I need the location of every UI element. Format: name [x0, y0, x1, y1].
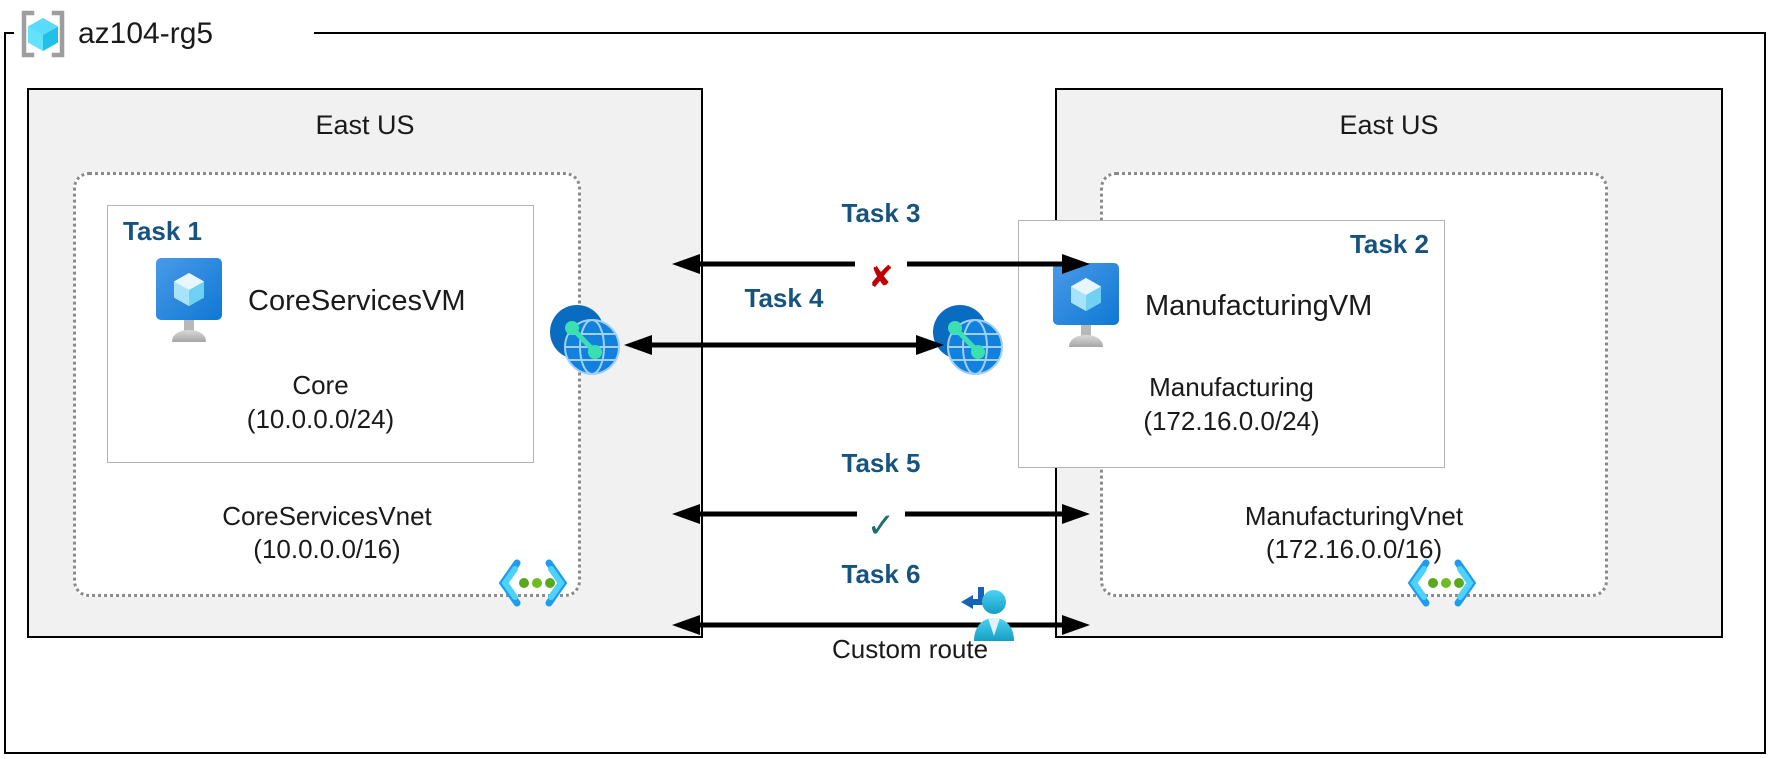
vm-manufacturing: ManufacturingVM — [1047, 263, 1372, 349]
region-label-left: East US — [315, 110, 415, 140]
subnet-manufacturing: Task 2 ManufacturingVM Manufacturing (17… — [1018, 220, 1445, 468]
route-person-icon — [957, 584, 1019, 646]
vnet-cidr-core: (10.0.0.0/16) — [253, 534, 401, 565]
connection-label-task4: Task 4 — [744, 283, 824, 313]
vnet-name-manufacturing: ManufacturingVnet — [1244, 501, 1464, 531]
subnet-name-manufacturing: Manufacturing — [1149, 372, 1314, 402]
status-marker-task5: ✓ — [866, 507, 896, 545]
subnet-core: Task 1 — [107, 205, 534, 463]
status-marker-task3: ✘ — [868, 261, 894, 294]
vnet-cidr-manufacturing: (172.16.0.0/16) — [1265, 534, 1443, 565]
azure-virtual-machine-icon — [1047, 263, 1125, 349]
subnet-brackets-icon-right — [1406, 557, 1478, 609]
task-label-2: Task 2 — [1349, 229, 1429, 259]
connection-label-task6: Task 6 — [841, 559, 921, 589]
vm-name-core: CoreServicesVM — [248, 284, 466, 317]
connection-label-task5: Task 5 — [841, 448, 921, 478]
subnet-brackets-icon-left — [497, 557, 569, 609]
arrow-task3 — [672, 254, 1090, 274]
arrow-task4 — [624, 335, 944, 355]
resource-group-name: az104-rg5 — [78, 17, 214, 50]
azure-resource-group-icon — [18, 9, 68, 59]
region-label-right: East US — [1339, 110, 1439, 140]
vm-name-manufacturing: ManufacturingVM — [1145, 289, 1373, 322]
vnet-peering-icon-right — [928, 300, 1006, 378]
subnet-cidr-manufacturing: (172.16.0.0/24) — [1143, 405, 1320, 436]
vnet-label-manufacturing: ManufacturingVnet (172.16.0.0/16) — [1100, 500, 1608, 567]
azure-virtual-machine-icon — [150, 258, 228, 344]
resource-group-frame — [4, 32, 1766, 754]
subnet-name-core: Core — [292, 370, 349, 400]
connection-sublabel-task6: Custom route — [832, 634, 989, 664]
connection-label-task3: Task 3 — [841, 198, 921, 228]
subnet-label-core: Core (10.0.0.0/24) — [108, 369, 533, 437]
vnet-name-core: CoreServicesVnet — [222, 501, 432, 531]
vnet-label-core: CoreServicesVnet (10.0.0.0/16) — [73, 500, 581, 567]
task-label-1: Task 1 — [123, 216, 203, 246]
vm-core-services: CoreServicesVM — [150, 258, 466, 344]
vnet-peering-icon-left — [545, 300, 623, 378]
arrow-task5 — [672, 504, 1090, 524]
resource-group-title: az104-rg5 — [18, 6, 213, 62]
subnet-label-manufacturing: Manufacturing (172.16.0.0/24) — [1019, 371, 1444, 439]
subnet-cidr-core: (10.0.0.0/24) — [246, 403, 395, 434]
